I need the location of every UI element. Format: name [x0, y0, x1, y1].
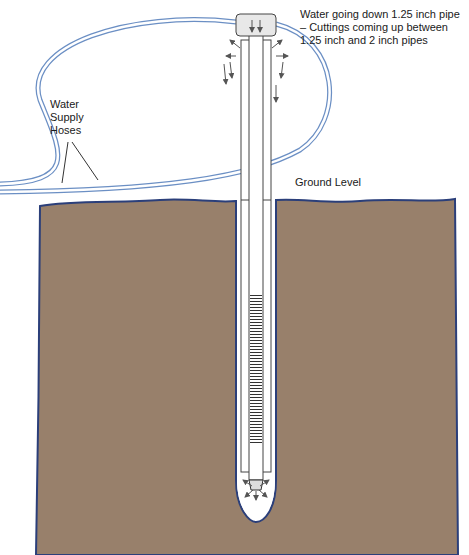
label-text: Ground Level: [295, 176, 361, 188]
top-fitting: [236, 14, 276, 36]
flow-arrows: [224, 20, 288, 102]
bit-flow-arrows: [243, 480, 269, 500]
leader-lines: [62, 142, 98, 183]
label-text: Water Supply Hoses: [50, 98, 84, 136]
ground-label: Ground Level: [295, 176, 415, 189]
hose-label: Water Supply Hoses: [50, 98, 96, 137]
flow-note: Water going down 1.25 inch pipe – Cuttin…: [300, 8, 460, 47]
water-supply-hoses: [0, 20, 330, 192]
inner-pipe: [249, 34, 263, 480]
screen-slots: [250, 295, 262, 445]
label-text: Water going down 1.25 inch pipe – Cuttin…: [300, 8, 460, 46]
